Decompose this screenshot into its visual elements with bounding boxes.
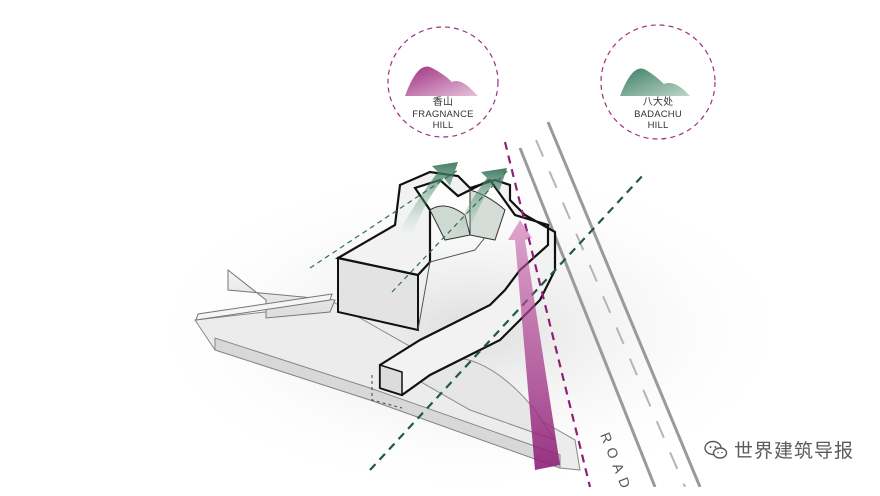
road — [518, 121, 702, 488]
green-axis-line — [369, 172, 646, 471]
badachu-hill-en-1: BADACHU — [634, 109, 682, 120]
green-sightline-1 — [309, 169, 459, 269]
fragnance-hill-cn: 香山 — [432, 97, 454, 108]
building-hidden-edge — [371, 375, 403, 409]
fragnance-hill-en-2: HILL — [432, 120, 454, 131]
fragnance-hill-icon — [405, 66, 478, 96]
base-slab-edge — [214, 337, 561, 469]
badachu-hill-label: 八大处 BADACHU HILL — [618, 97, 698, 131]
building-end-face — [379, 363, 403, 397]
badachu-hill-en-2: HILL — [647, 120, 669, 131]
magenta-axis — [503, 141, 592, 488]
fragnance-hill-en-1: FRAGNANCE — [412, 109, 474, 120]
badachu-hill-marker — [600, 24, 716, 140]
watermark: 世界建筑导报 — [704, 436, 854, 463]
fragnance-hill-marker — [387, 26, 499, 138]
magenta-arrow — [508, 220, 560, 470]
road-center-line — [535, 139, 686, 488]
badachu-hill-cn: 八大处 — [642, 97, 674, 108]
watermark-text: 世界建筑导报 — [733, 440, 854, 462]
retaining-wall — [227, 268, 336, 319]
magenta-axis-line — [503, 141, 592, 488]
base-wall-top — [195, 293, 333, 321]
fragnance-hill-label: 香山 FRAGNANCE HILL — [403, 97, 483, 131]
badachu-hill-icon — [620, 68, 690, 96]
green-view-arrows — [309, 162, 646, 471]
wechat-icon — [704, 440, 728, 459]
green-arrow-2 — [455, 168, 507, 238]
green-sightline-2 — [391, 169, 509, 293]
road-edge-right — [546, 121, 702, 488]
road-edge-left — [518, 147, 657, 488]
green-arrow-1 — [400, 162, 458, 236]
